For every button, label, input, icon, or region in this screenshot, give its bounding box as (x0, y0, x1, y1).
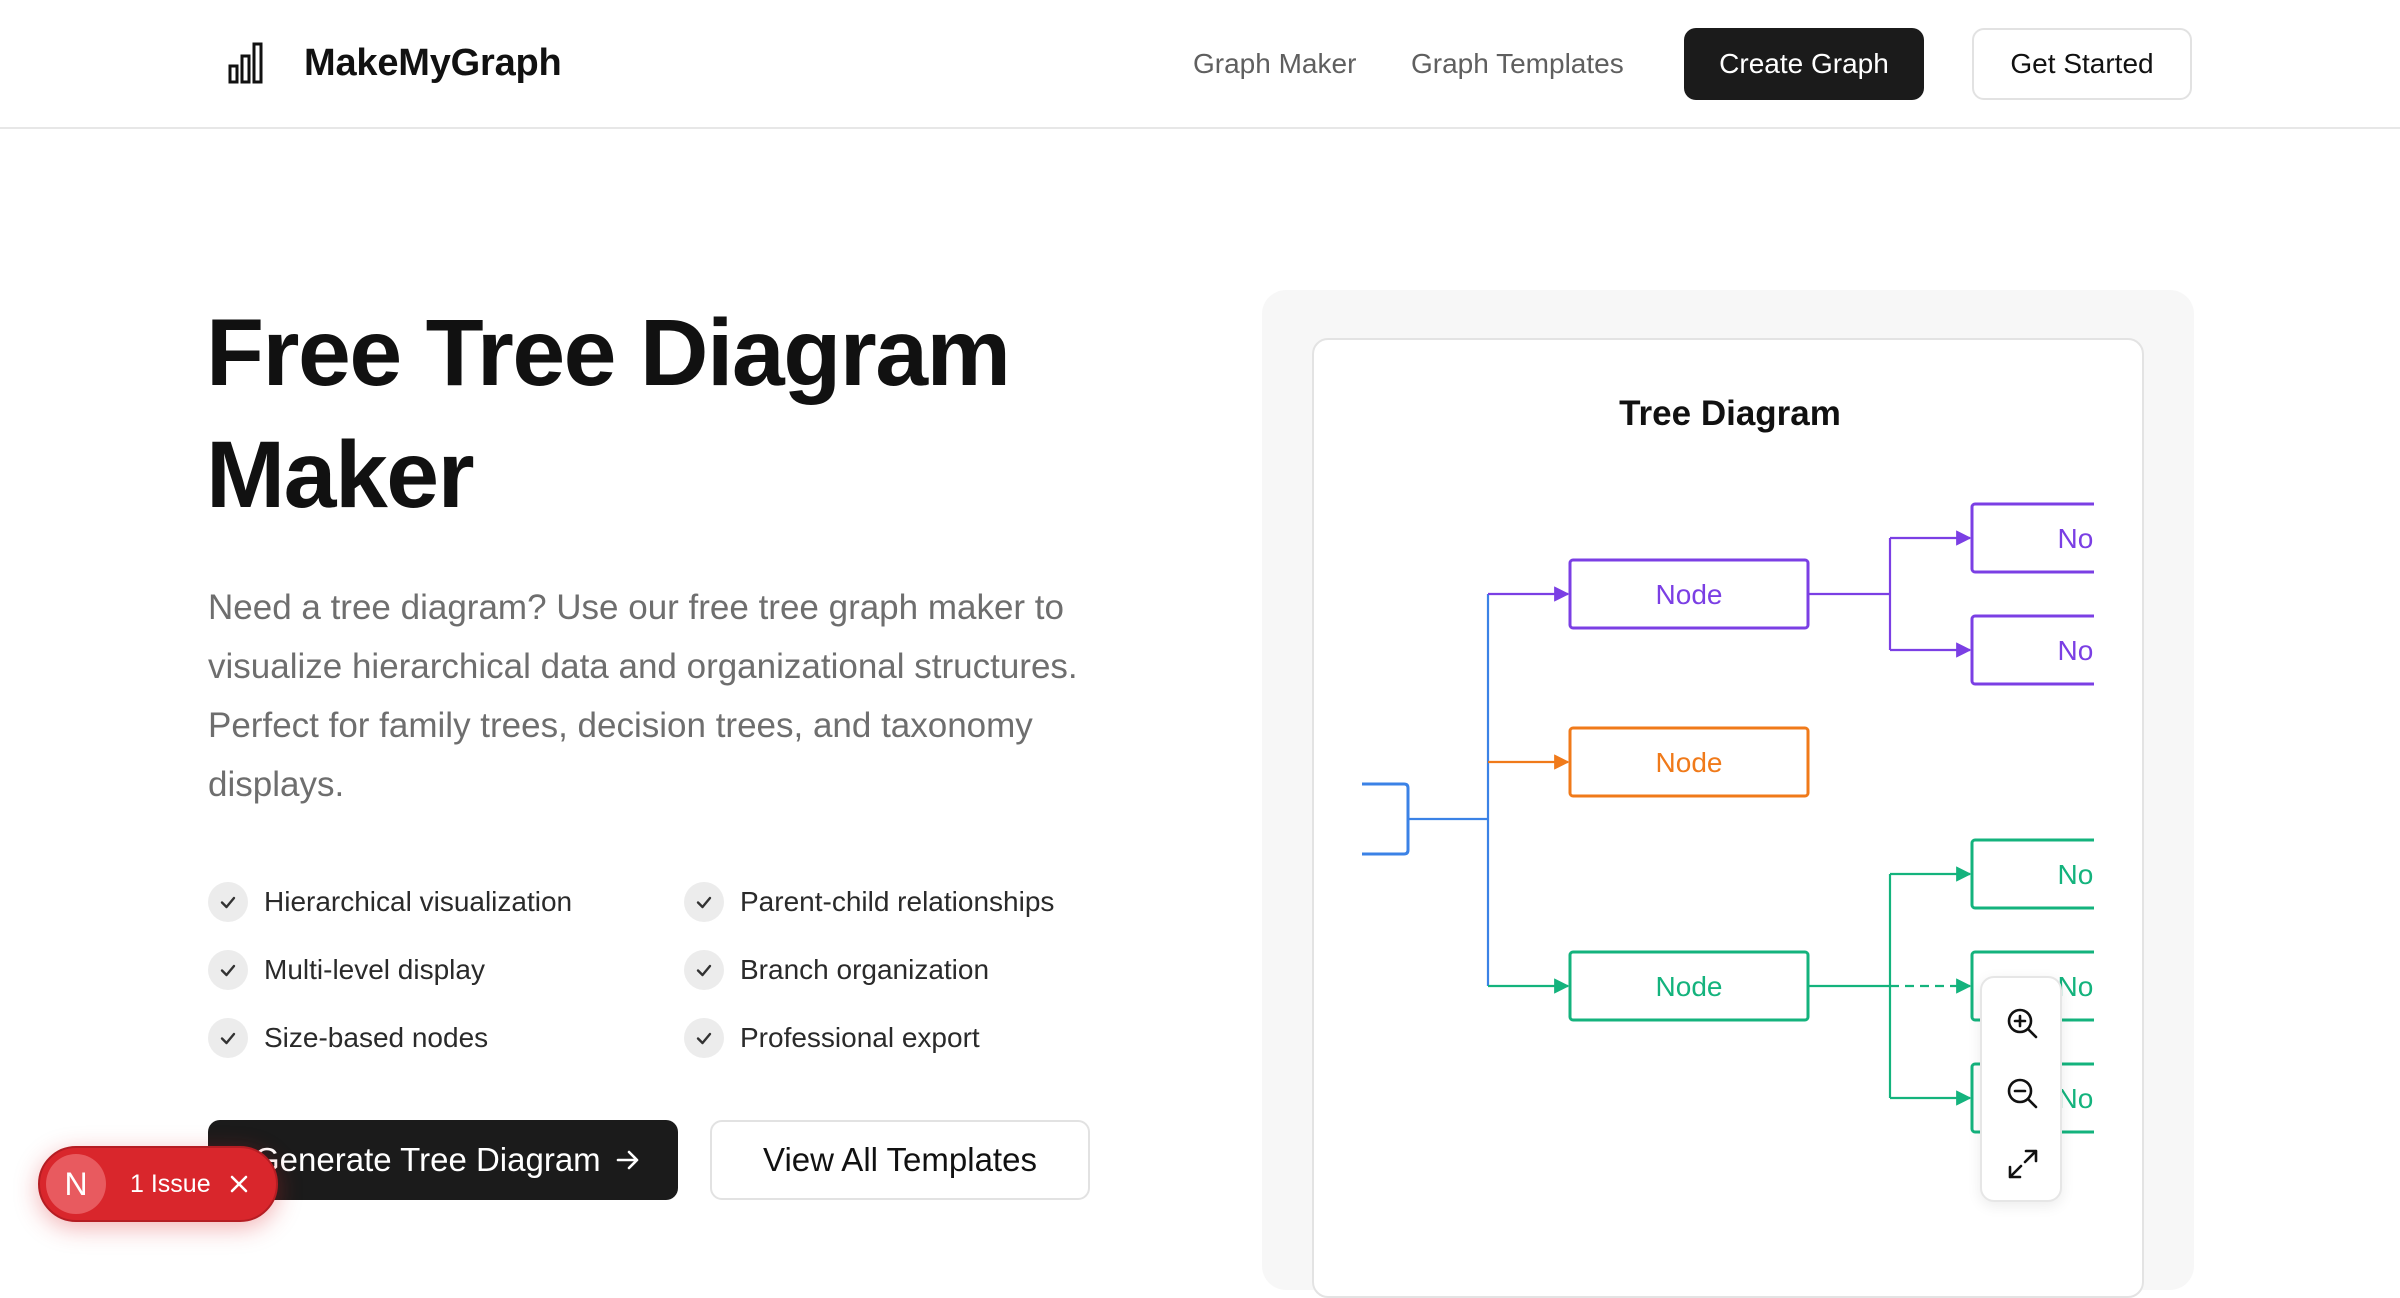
purple-child-node[interactable]: Node (1970, 614, 2144, 686)
hero-description: Need a tree diagram? Use our free tree g… (208, 588, 1078, 804)
zoom-in-icon[interactable] (2003, 1004, 2043, 1044)
get-started-button[interactable]: Get Started (1972, 28, 2192, 100)
check-icon (684, 950, 724, 990)
issue-badge: N (46, 1154, 106, 1214)
close-icon[interactable] (227, 1172, 251, 1196)
green-node[interactable]: Node (1568, 950, 1810, 1022)
node-label: Node (1656, 747, 1723, 778)
purple-child-node[interactable]: Node (1970, 502, 2144, 574)
feature-item: Parent-child relationships (684, 882, 1054, 922)
feature-item: Professional export (684, 1018, 980, 1058)
feature-label: Multi-level display (264, 954, 485, 985)
arrow-right-icon (616, 1150, 639, 1170)
check-icon (684, 1018, 724, 1058)
node-label: Node (1656, 971, 1723, 1002)
feature-label: Professional export (740, 1022, 980, 1053)
feature-label: Branch organization (740, 954, 990, 985)
diagram-title: Tree Diagram (1619, 394, 1841, 433)
brand-name[interactable]: MakeMyGraph (304, 42, 562, 84)
node-label: Node (2058, 971, 2125, 1002)
check-icon (208, 882, 248, 922)
check-icon (684, 882, 724, 922)
feature-item: Size-based nodes (208, 1018, 488, 1058)
check-icon (208, 950, 248, 990)
feature-label: Parent-child relationships (740, 886, 1055, 917)
issue-count: 1 Issue (130, 1169, 211, 1198)
page-title: Free Tree Diagram Maker (206, 300, 1011, 528)
tree-diagram[interactable]: Node Node Node Node N (1314, 340, 2144, 1298)
bar-chart-icon[interactable] (226, 38, 266, 88)
view-all-templates-button[interactable]: View All Templates (710, 1120, 1090, 1200)
green-child-node[interactable]: Node (1970, 838, 2144, 910)
node-label: Node (1656, 579, 1723, 610)
generate-button-label: Generate Tree Diagram (254, 1141, 601, 1178)
root-node (1362, 782, 1410, 856)
node-label: Node (2058, 1083, 2125, 1114)
purple-node[interactable]: Node (1568, 558, 1810, 630)
feature-label: Size-based nodes (264, 1022, 489, 1053)
orange-node[interactable]: Node (1568, 726, 1810, 798)
zoom-controls (1980, 976, 2062, 1202)
site-header: MakeMyGraph Graph Maker Graph Templates … (0, 0, 2400, 129)
generate-tree-diagram-button[interactable]: Generate Tree Diagram (208, 1120, 678, 1200)
check-icon (208, 1018, 248, 1058)
nav-graph-maker[interactable]: Graph Maker (1193, 48, 1357, 79)
feature-label: Hierarchical visualization (264, 886, 573, 917)
nav-graph-templates[interactable]: Graph Templates (1411, 48, 1624, 79)
fullscreen-icon[interactable] (2003, 1144, 2043, 1184)
zoom-out-icon[interactable] (2003, 1074, 2043, 1114)
feature-list: Hierarchical visualization Parent-child … (208, 870, 1128, 1070)
feature-item: Multi-level display (208, 950, 485, 990)
node-label: Node (2058, 635, 2125, 666)
issue-toast[interactable]: N 1 Issue (38, 1146, 278, 1222)
node-label: Node (2058, 523, 2125, 554)
node-label: Node (2058, 859, 2125, 890)
feature-item: Hierarchical visualization (208, 882, 572, 922)
create-graph-button[interactable]: Create Graph (1684, 28, 1924, 100)
feature-item: Branch organization (684, 950, 989, 990)
